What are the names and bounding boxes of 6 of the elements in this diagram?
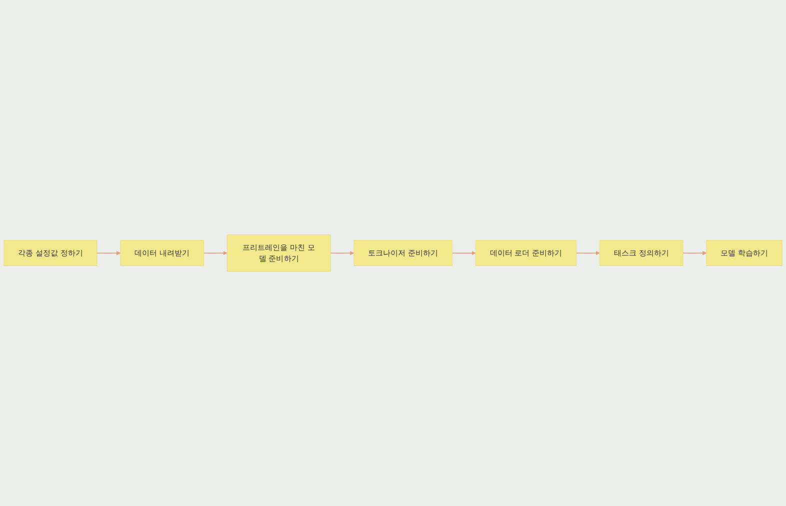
arrow (203, 250, 228, 256)
arrow (452, 250, 476, 256)
arrow (682, 250, 707, 256)
arrow (576, 250, 600, 256)
arrow (330, 250, 354, 256)
arrow (96, 250, 121, 256)
